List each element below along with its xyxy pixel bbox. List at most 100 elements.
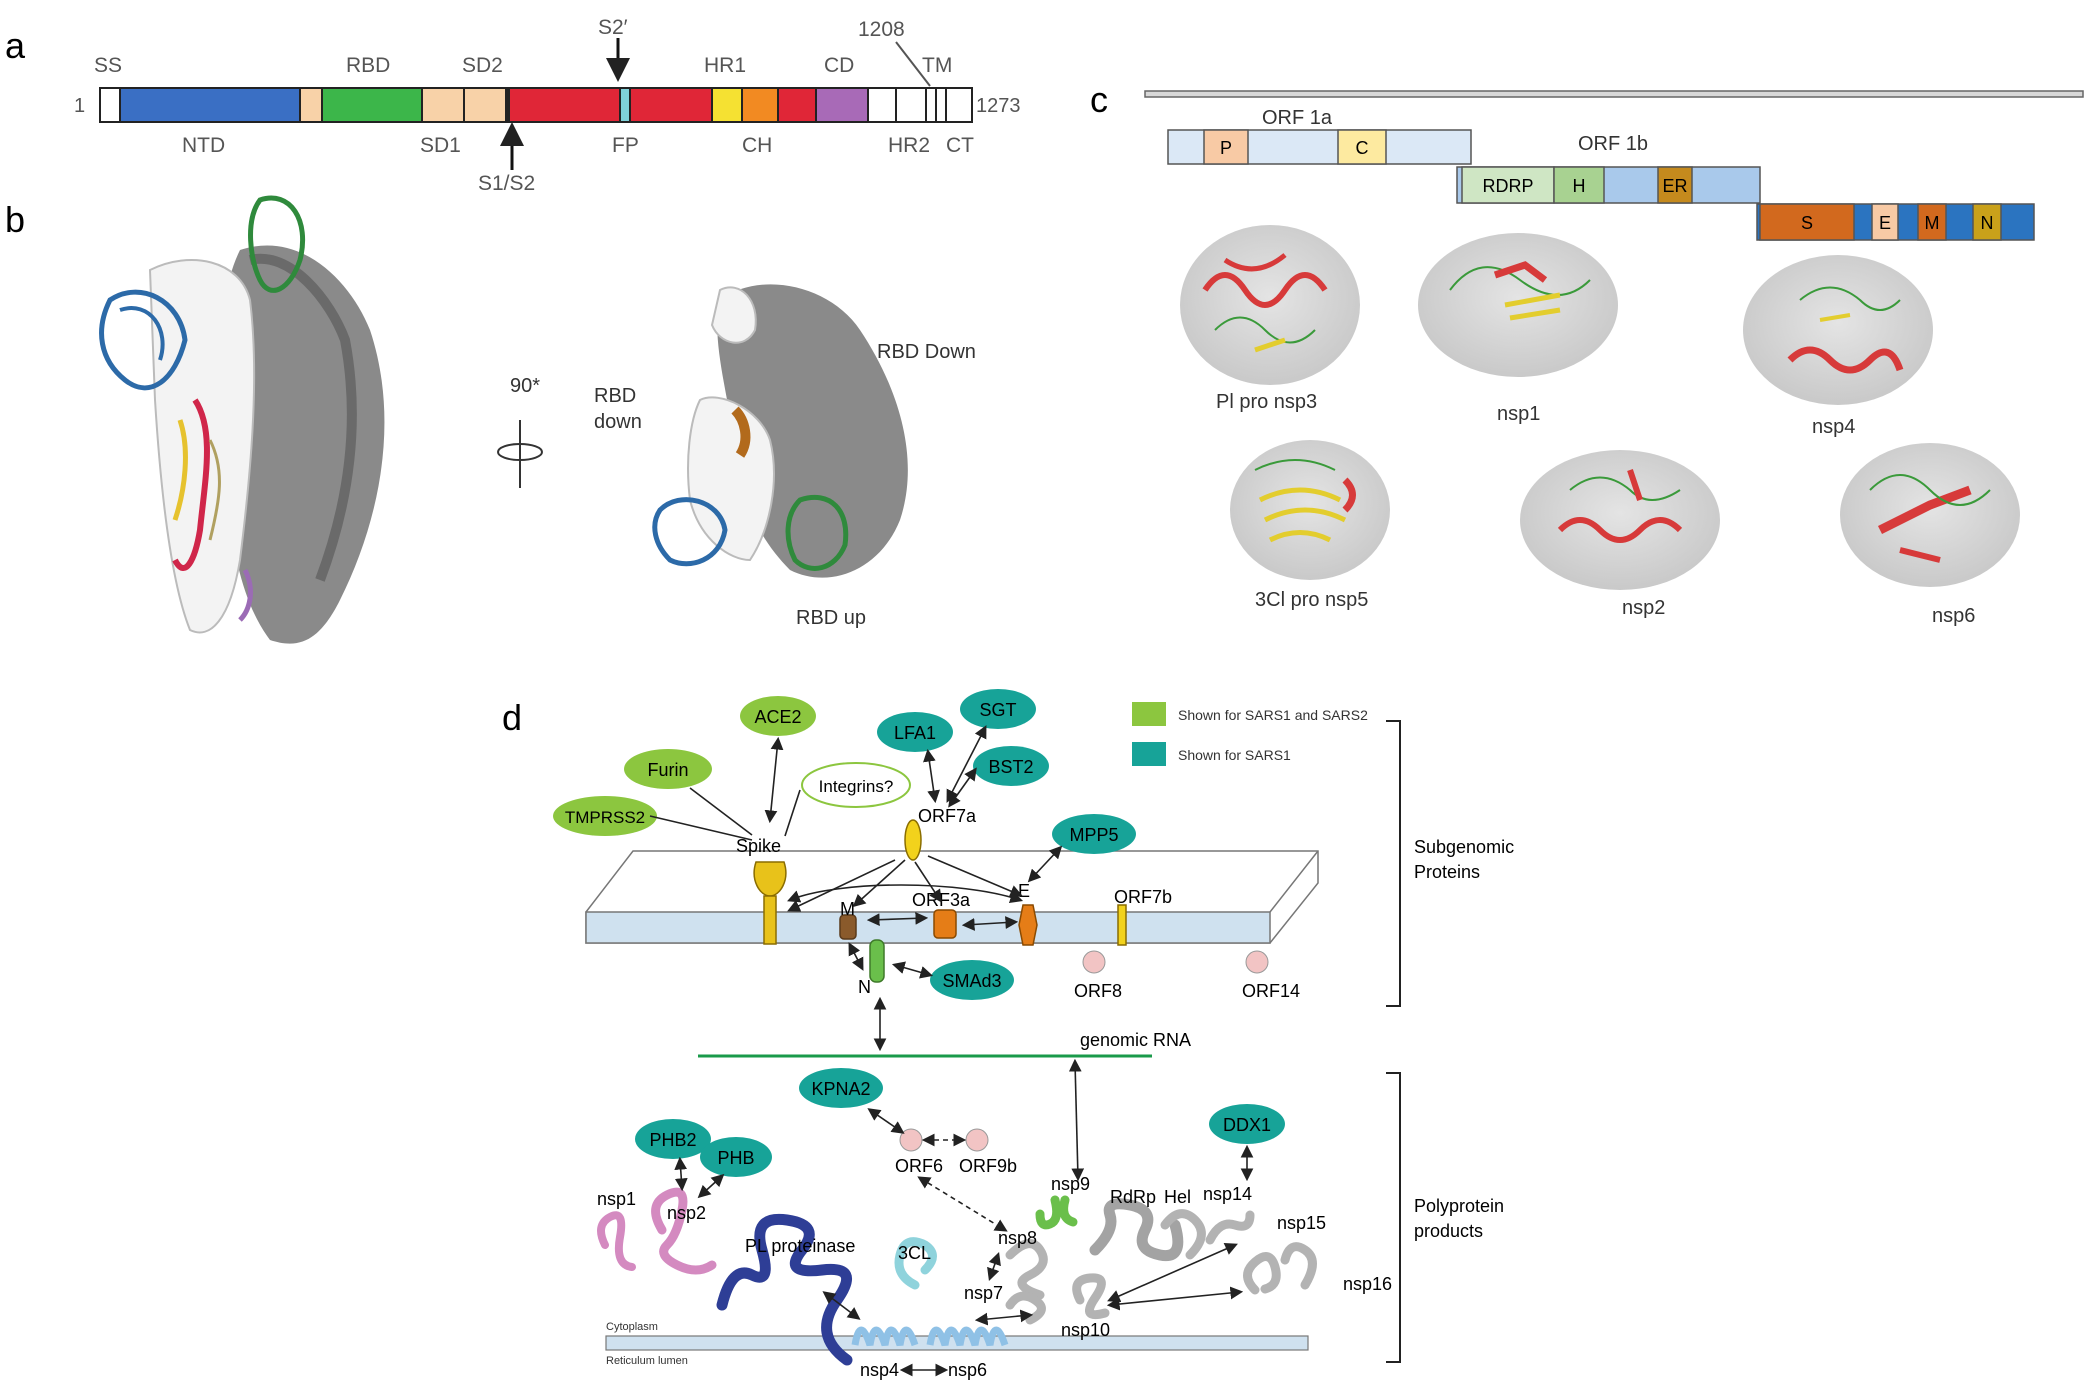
viral-e: E: [1018, 881, 1030, 901]
rdrp-shape: [1089, 1198, 1184, 1262]
spike-domain-bar: [99, 87, 973, 123]
bracket-subgenomic-1: Subgenomic: [1414, 837, 1514, 857]
pos1208-line: [895, 41, 931, 87]
structural-n-label: N: [1981, 213, 1994, 233]
orf1a-domain-p-label: P: [1220, 138, 1232, 158]
label-tm: TM: [922, 54, 952, 77]
label-hr1: HR1: [704, 54, 746, 77]
host-furin-label: Furin: [647, 760, 688, 780]
label-s2prime: S2′: [598, 16, 628, 39]
structural-n: [1972, 203, 2002, 241]
fp-domain: [619, 87, 631, 123]
nsp15-shape: [1243, 1252, 1281, 1295]
host-kpna2-label: KPNA2: [811, 1079, 870, 1099]
structure-nsp6: [1840, 443, 2020, 587]
genome-line: [1144, 90, 2084, 98]
host-furin: [624, 749, 712, 789]
viral-orf3a: ORF3a: [912, 890, 971, 910]
viral-nsp14: nsp14: [1203, 1184, 1252, 1204]
bracket-subgenomic: [1386, 720, 1401, 1007]
compartment-lumen: Reticulum lumen: [606, 1355, 688, 1367]
nsp4-shape: [851, 1326, 919, 1347]
orf8-shape: [1082, 950, 1106, 974]
orf1b-domain-h-label: H: [1573, 176, 1586, 196]
rbd-domain: [321, 87, 423, 123]
orf6-shape: [899, 1128, 923, 1152]
orf1b-domain-h: [1553, 166, 1605, 204]
nsp9-shape: [1035, 1195, 1078, 1230]
nsp6-shape: [926, 1326, 1009, 1347]
n-protein-shape: [869, 939, 885, 983]
nsp10-shape: [1072, 1273, 1110, 1320]
structural-s: [1759, 203, 1855, 241]
viral-m: M: [840, 899, 855, 919]
viral-orf9b: ORF9b: [959, 1156, 1017, 1176]
viral-rdrp: RdRp: [1110, 1187, 1156, 1207]
label-1208: 1208: [858, 18, 905, 41]
nsp1-shape: [597, 1211, 636, 1271]
host-bst2: [973, 746, 1049, 786]
orf1a-domain-c: [1337, 129, 1387, 165]
nsp2-shape: [651, 1187, 717, 1275]
nsp16-shape: [1280, 1242, 1317, 1290]
label-nsp4: nsp4: [1812, 416, 1855, 438]
host-sgt-label: SGT: [979, 700, 1016, 720]
rbd-down-left-1: RBD: [594, 385, 636, 407]
hr1-domain: [711, 87, 743, 123]
spike-side-view: [99, 195, 385, 644]
orf1b-domain-er: [1657, 166, 1693, 204]
panel-label-d: d: [502, 697, 522, 738]
viral-hel: Hel: [1164, 1187, 1191, 1207]
bracket-polyprotein-2: products: [1414, 1221, 1483, 1241]
panel-label-a: a: [5, 25, 26, 66]
compartment-cytoplasm: Cytoplasm: [606, 1321, 658, 1333]
structural-s-label: S: [1801, 213, 1813, 233]
viral-nsp10: nsp10: [1061, 1320, 1110, 1340]
label-nsp2: nsp2: [1622, 597, 1665, 619]
ntd-domain: [119, 87, 301, 123]
viral-orf7a: ORF7a: [918, 806, 977, 826]
structural-e-label: E: [1879, 213, 1891, 233]
bracket-polyprotein-1: Polyprotein: [1414, 1196, 1504, 1216]
viral-nsp16: nsp16: [1343, 1274, 1392, 1294]
genomic-rna-label: genomic RNA: [1080, 1030, 1191, 1050]
label-nsp6: nsp6: [1932, 605, 1975, 627]
viral-nsp15: nsp15: [1277, 1213, 1326, 1233]
label-3clpro-nsp5: 3Cl pro nsp5: [1255, 589, 1368, 611]
label-ntd: NTD: [182, 134, 225, 157]
label-plpro-nsp3: Pl pro nsp3: [1216, 391, 1317, 413]
e-protein-shape: [1018, 904, 1038, 946]
viral-nsp6: nsp6: [948, 1360, 987, 1380]
viral-orf7b: ORF7b: [1114, 887, 1172, 907]
label-nsp1: nsp1: [1497, 403, 1540, 425]
interaction-arrows-lower: [674, 1058, 1254, 1377]
structure-nsp2: [1520, 450, 1720, 590]
host-ace2-label: ACE2: [754, 707, 801, 727]
nsp14-shape: [1205, 1210, 1255, 1245]
structure-nsp4: [1743, 255, 1933, 405]
residue-start: 1: [74, 95, 85, 117]
viral-n: N: [858, 977, 871, 997]
orf1b-domain-rdrp-label: RDRP: [1482, 176, 1533, 196]
host-integrins-label: Integrins?: [819, 777, 894, 796]
rbd-down-right: RBD Down: [877, 341, 976, 363]
host-mpp5-label: MPP5: [1069, 825, 1118, 845]
label-sd2: SD2: [462, 54, 503, 77]
host-bst2-label: BST2: [988, 757, 1033, 777]
viral-spike: Spike: [736, 836, 781, 856]
tm-domain: [935, 87, 947, 123]
label-ch: CH: [742, 134, 772, 157]
m-protein-shape: [839, 914, 857, 940]
orf7a-shape: [904, 819, 922, 861]
viral-3cl: 3CL: [898, 1243, 931, 1263]
viral-nsp7: nsp7: [964, 1283, 1003, 1303]
host-ddx1-label: DDX1: [1223, 1115, 1271, 1135]
bracket-subgenomic-2: Proteins: [1414, 862, 1480, 882]
host-integrins: [801, 762, 911, 808]
host-mpp5: [1052, 814, 1136, 854]
label-hr2: HR2: [888, 134, 930, 157]
nsp7-shape: [1005, 1291, 1046, 1325]
legend-swatch-both: [1132, 702, 1166, 726]
bracket-polyprotein: [1386, 1072, 1401, 1363]
viral-nsp8: nsp8: [998, 1228, 1037, 1248]
